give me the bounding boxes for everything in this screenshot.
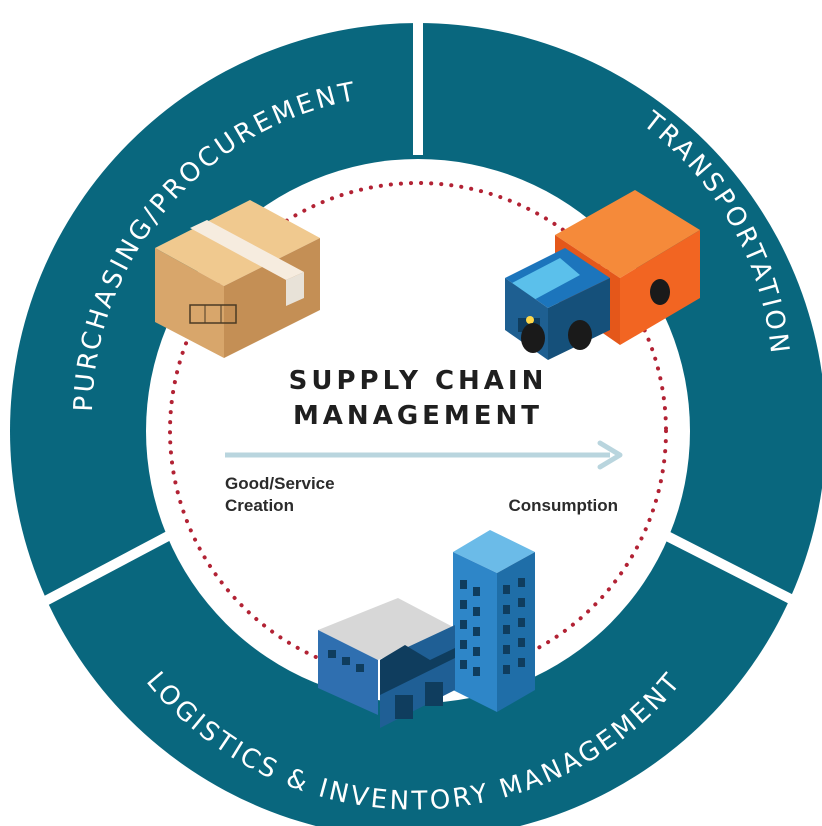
end-label: Consumption (508, 496, 618, 515)
cardboard-box-icon (155, 200, 320, 358)
start-label-line1: Good/Service (225, 474, 335, 493)
buildings-icon (318, 530, 535, 728)
delivery-truck-icon (505, 190, 700, 360)
flow-arrow (225, 440, 623, 470)
start-label-line2: Creation (225, 496, 294, 515)
center-title-line2: MANAGEMENT (293, 401, 543, 431)
dotted-cycle-ring (168, 181, 668, 681)
ring-divider-left (0, 530, 173, 630)
ring-divider-right (662, 530, 822, 620)
center-title-line1: SUPPLY CHAIN (289, 366, 548, 396)
